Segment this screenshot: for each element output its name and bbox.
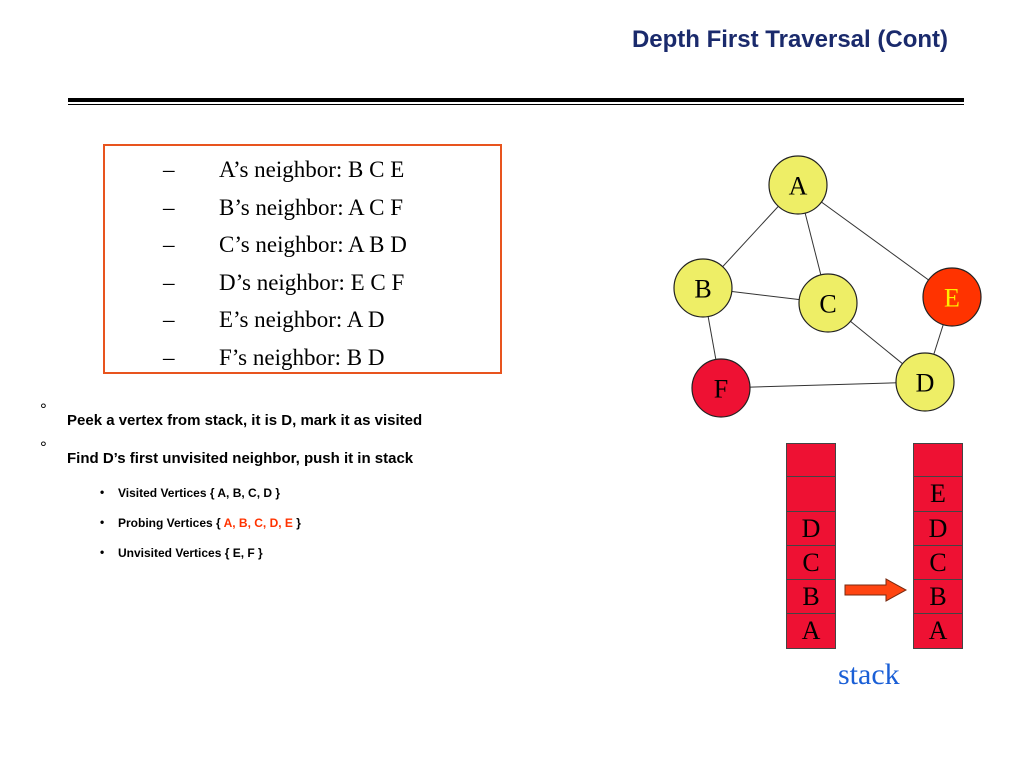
node-E: [922, 267, 982, 327]
degree-bullet-icon: °: [40, 400, 47, 419]
push-arrow-icon: [844, 578, 908, 602]
stack-cell: [786, 443, 836, 478]
node-label-B: B: [694, 275, 711, 304]
node-label-E: E: [944, 284, 960, 313]
stack-cell: B: [786, 580, 836, 615]
stack-cell: C: [786, 545, 836, 581]
title-divider-thick: [68, 98, 964, 102]
node-label-F: F: [714, 375, 728, 404]
stack-cell: A: [786, 614, 836, 649]
node-label-D: D: [916, 369, 935, 398]
node-label-C: C: [819, 290, 836, 319]
stack-cell: A: [913, 614, 963, 649]
node-label-A: A: [789, 172, 808, 201]
edge-F-D: [720, 381, 926, 389]
neighbor-item: –F’s neighbor: B D: [163, 344, 385, 370]
node-F: [691, 358, 751, 418]
node-B: [673, 258, 733, 318]
stack-cell: B: [913, 580, 963, 615]
stack-cell: D: [786, 511, 836, 546]
neighbor-item: –D’s neighbor: E C F: [163, 269, 405, 295]
node-D: [895, 352, 955, 412]
degree-bullet-icon: °: [40, 438, 47, 457]
neighbor-item: –E’s neighbor: A D: [163, 307, 385, 333]
dot-bullet-icon: •: [100, 545, 105, 559]
edge-A-E: [797, 184, 953, 298]
neighbor-list: –A’s neighbor: B C E –B’s neighbor: A C …: [163, 152, 407, 378]
stack-cell: E: [913, 477, 963, 512]
slide-title: Depth First Traversal (Cont): [631, 26, 948, 53]
neighbor-item: –C’s neighbor: A B D: [163, 232, 407, 258]
dot-bullet-icon: •: [100, 515, 105, 529]
stack-cell: C: [913, 545, 963, 581]
neighbor-list-box: –A’s neighbor: B C E –B’s neighbor: A C …: [103, 144, 502, 374]
stack-cell: [913, 443, 963, 478]
title-divider-thin: [68, 104, 964, 105]
dot-bullet-icon: •: [100, 485, 105, 499]
node-A: [768, 155, 828, 215]
node-C: [798, 273, 858, 333]
stack-cell: D: [913, 511, 963, 546]
stack-cell: [786, 477, 836, 512]
neighbor-item: –A’s neighbor: B C E: [163, 157, 405, 182]
stack-caption: stack: [838, 658, 900, 691]
probing-values: A, B, C, D, E: [220, 516, 297, 530]
neighbor-item: –B’s neighbor: A C F: [163, 194, 404, 220]
